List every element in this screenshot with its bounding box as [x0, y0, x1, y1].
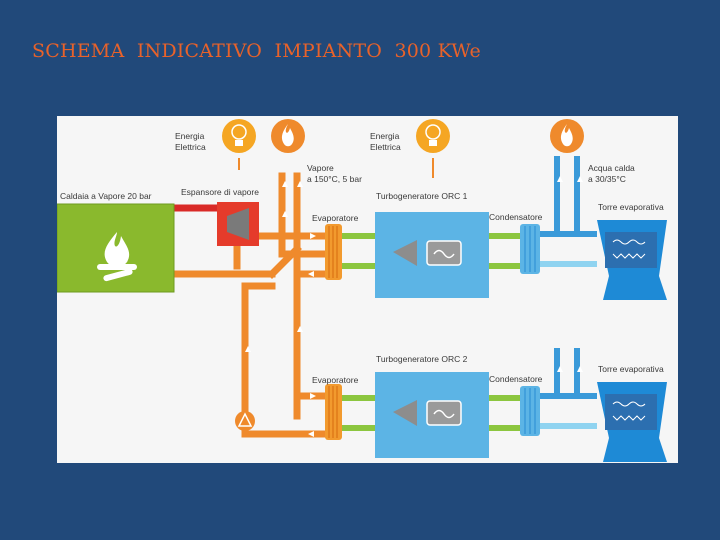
condensatore1-label: Condensatore [489, 212, 543, 222]
caldaia-label: Caldaia a Vapore 20 bar [60, 191, 152, 201]
turbogenerator-2 [375, 372, 489, 458]
pump-icon [235, 411, 255, 431]
acqua-label-b: a 30/35°C [588, 174, 626, 184]
cooling-pipes [540, 156, 597, 429]
flame-icon [271, 119, 305, 153]
lightbulb-icon-2 [416, 119, 450, 178]
evaporatore2-label: Evaporatore [312, 375, 359, 385]
acqua-label-a: Acqua calda [588, 163, 635, 173]
evaporatore1-label: Evaporatore [312, 213, 359, 223]
energia-label-2b: Elettrica [370, 142, 401, 152]
energia-label-1a: Energia [175, 131, 205, 141]
vapore-label-a: Vapore [307, 163, 334, 173]
condensatore2-label: Condensatore [489, 374, 543, 384]
slide-title: SCHEMA INDICATIVO IMPIANTO 300 KWe [32, 40, 481, 62]
flame-icon-2 [550, 119, 584, 153]
orc-pipes [342, 233, 520, 431]
energia-label-1b: Elettrica [175, 142, 206, 152]
energia-label-2a: Energia [370, 131, 400, 141]
cooling-tower-2 [597, 382, 667, 462]
fire-icon [97, 232, 137, 282]
torre1-label: Torre evaporativa [598, 202, 664, 212]
lightbulb-icon [222, 119, 256, 170]
condenser-2 [520, 386, 540, 436]
steam-expander [217, 202, 259, 246]
condenser-1 [520, 224, 540, 274]
evaporator-1 [325, 224, 342, 280]
cooling-tower-1 [597, 220, 667, 300]
turbo2-label: Turbogeneratore ORC 2 [376, 354, 468, 364]
flow-arrows [245, 176, 583, 437]
vapore-label-b: a 150°C, 5 bar [307, 174, 362, 184]
evaporator-2 [325, 384, 342, 440]
generator-icon [433, 249, 455, 259]
espansore-label: Espansore di vapore [181, 187, 259, 197]
plant-diagram: Energia Elettrica Energia Elettrica Vapo… [57, 116, 678, 463]
turbo1-label: Turbogeneratore ORC 1 [376, 191, 468, 201]
turbogenerator-1 [375, 212, 489, 298]
torre2-label: Torre evaporativa [598, 364, 664, 374]
